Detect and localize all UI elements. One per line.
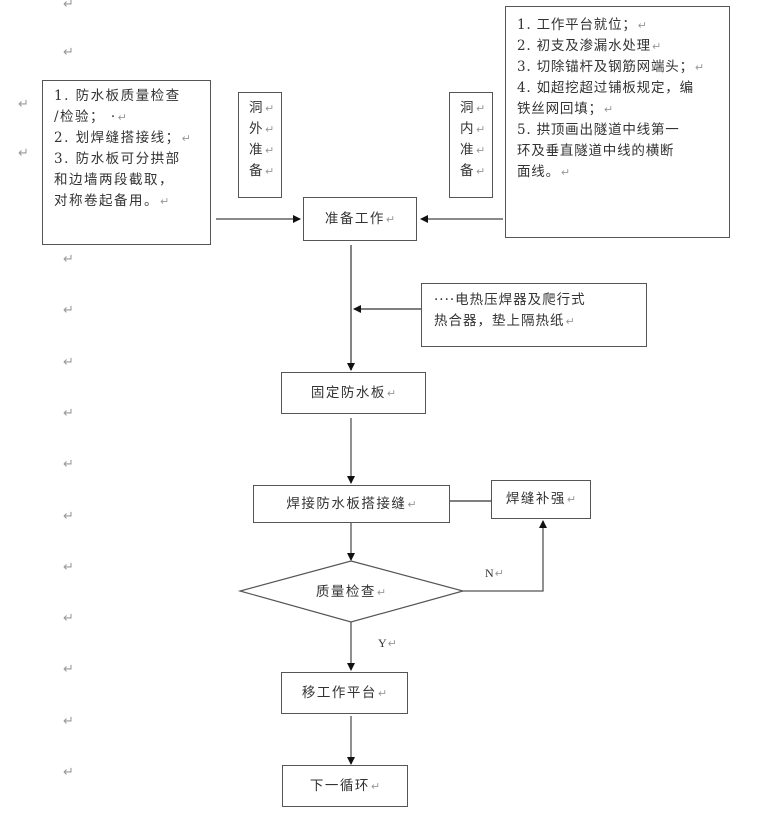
prep-char: 备↵	[460, 163, 486, 179]
prep-work-label: 准备工作	[324, 210, 385, 227]
prep-char: 准↵	[460, 142, 486, 158]
yes-branch-label: Y↵	[378, 636, 397, 650]
waterproof-board-prep-note: 1. 防水板质量检查 /检验； ·↵ 2. 划焊缝搭接线；↵ 3. 防水板可分拱…	[42, 80, 211, 245]
inside-tunnel-prep-box: 洞↵ 内↵ 准↵ 备↵	[449, 92, 493, 198]
note-line: 对称卷起备用。↵	[54, 193, 170, 209]
paragraph-mark: ↵	[63, 354, 74, 370]
paragraph-mark: ↵	[63, 303, 74, 319]
note-line: ····电热压焊器及爬行式	[434, 292, 586, 308]
welding-tools-note: ····电热压焊器及爬行式 热合器，垫上隔热纸↵	[421, 283, 647, 347]
prep-char: 备↵	[249, 163, 275, 179]
prep-char: 洞↵	[249, 100, 275, 116]
weld-reinforce-node: 焊缝补强↵	[491, 480, 591, 519]
note-line: 环及垂直隧道中线的横断	[517, 143, 675, 159]
paragraph-mark: ↵	[63, 765, 74, 780]
fix-board-label: 固定防水板	[310, 384, 386, 401]
note-line: 和边墙两段截取，	[54, 172, 174, 188]
note-line: 面线。↵	[517, 164, 571, 180]
prep-char: 外↵	[249, 121, 275, 137]
paragraph-mark: ↵	[18, 146, 29, 161]
paragraph-mark: ↵	[63, 662, 74, 678]
paragraph-mark: ↵	[63, 508, 74, 524]
outside-tunnel-prep-box: 洞↵ 外↵ 准↵ 备↵	[238, 92, 282, 198]
paragraph-mark: ↵	[63, 405, 74, 421]
note-line: 1. 工作平台就位；↵	[517, 17, 647, 33]
no-branch-label: N↵	[485, 566, 504, 580]
platform-prep-note: 1. 工作平台就位；↵ 2. 初支及渗漏水处理↵ 3. 切除锚杆及钢筋网端头；↵…	[505, 6, 730, 238]
note-line: 2. 划焊缝搭接线；↵	[54, 130, 191, 146]
prep-char: 内↵	[460, 121, 486, 137]
note-line: 3. 防水板可分拱部	[54, 151, 181, 167]
paragraph-mark: ↵	[63, 45, 74, 60]
prep-char: 洞↵	[460, 100, 486, 116]
weld-reinforce-label: 焊缝补强	[505, 491, 566, 507]
note-line: 2. 初支及渗漏水处理↵	[517, 38, 662, 54]
quality-check-label: 质量检查	[315, 583, 376, 600]
fix-board-node: 固定防水板↵	[281, 372, 426, 414]
note-line: 热合器，垫上隔热纸↵	[434, 313, 575, 329]
paragraph-mark: ↵	[63, 457, 74, 473]
paragraph-mark: ↵	[63, 559, 74, 575]
note-line: 1. 防水板质量检查	[54, 88, 181, 104]
paragraph-mark: ↵	[18, 97, 29, 112]
prep-work-node: 准备工作↵	[303, 197, 417, 241]
next-cycle-label: 下一循环	[309, 777, 370, 794]
paragraph-mark: ↵	[63, 611, 74, 627]
weld-seam-node: 焊接防水板搭接缝↵	[253, 485, 450, 523]
note-line: 4. 如超挖超过铺板规定，编	[517, 80, 694, 96]
paragraph-mark: ↵	[63, 252, 74, 267]
move-platform-node: 移工作平台↵	[281, 672, 408, 714]
weld-seam-label: 焊接防水板搭接缝	[286, 495, 407, 512]
next-cycle-node: 下一循环↵	[282, 765, 408, 807]
paragraph-mark: ↵	[63, 713, 74, 729]
note-line: 铁丝网回填；↵	[517, 101, 614, 117]
arrow-check-no-to-reinforce	[463, 520, 547, 592]
paragraph-mark: ↵	[63, 0, 74, 12]
move-platform-label: 移工作平台	[301, 684, 377, 701]
prep-char: 准↵	[249, 142, 275, 158]
note-line: /检验； ·↵	[54, 109, 127, 125]
note-line: 5. 拱顶画出隧道中线第一	[517, 122, 680, 138]
note-line: 3. 切除锚杆及钢筋网端头；↵	[517, 59, 705, 75]
quality-check-node: 质量检查↵	[280, 581, 422, 603]
